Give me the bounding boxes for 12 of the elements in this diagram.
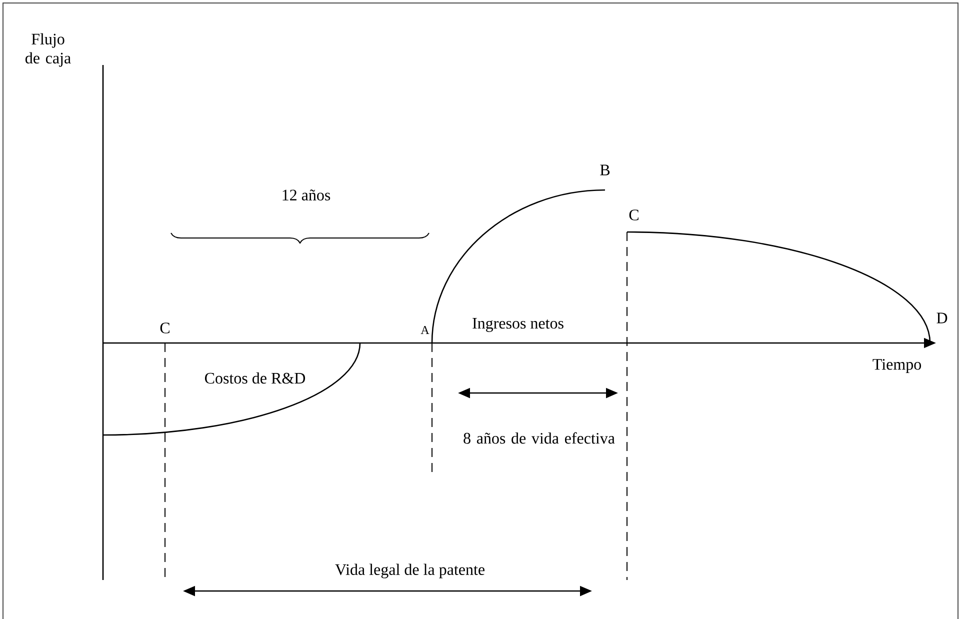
point-label: D xyxy=(936,312,948,324)
point-label: C xyxy=(160,322,170,334)
curve-label: Costos de R&D xyxy=(205,372,306,384)
curve-label: Ingresos netos xyxy=(472,318,564,332)
axis-label: Tiempo xyxy=(872,359,921,373)
duration-label: 12 años xyxy=(282,190,330,200)
axis-label: Flujo de caja xyxy=(26,33,71,67)
point-label: C xyxy=(629,210,638,220)
duration-label: 8 años de vida efectiva xyxy=(464,432,615,444)
point-label: A xyxy=(420,326,430,334)
duration-label: Vida legal de la patente xyxy=(335,564,484,578)
point-label: B xyxy=(600,164,610,176)
